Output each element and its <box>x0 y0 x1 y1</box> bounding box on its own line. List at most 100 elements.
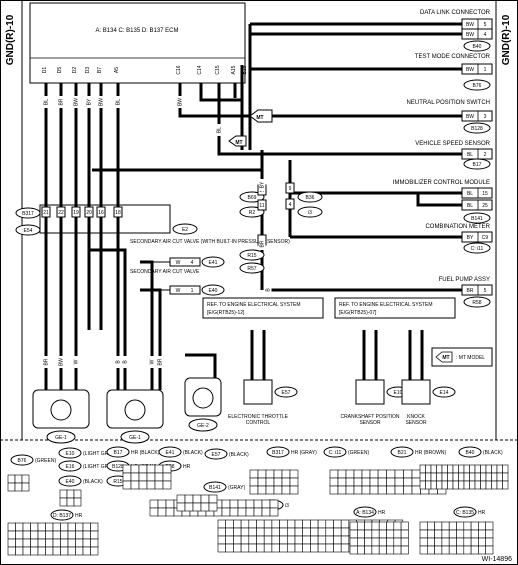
legend-pin-cell <box>200 494 210 504</box>
legend-code-7: E41 <box>166 450 175 456</box>
legend-pin-cell <box>59 497 68 507</box>
wire-color-bg <box>215 124 223 136</box>
legend-pin-cell <box>469 464 476 474</box>
legend-pin-cell <box>165 499 175 509</box>
legend-note-10: (GRAY) <box>228 485 245 491</box>
legend-pin-cell <box>73 497 82 507</box>
component-body-2 <box>401 379 431 405</box>
joint-pin-box <box>113 206 123 218</box>
component-code-0: E57 <box>282 390 291 396</box>
component-body-0 <box>243 379 273 405</box>
legend-pin-cell <box>67 522 76 532</box>
legend-pin-cell <box>225 519 234 529</box>
legend-pin-cell <box>452 472 459 482</box>
legend-pin-cell <box>463 472 470 482</box>
ground-oval-2 <box>188 418 218 432</box>
legend-pin-cell <box>225 543 234 553</box>
legend-pin-cell <box>122 472 132 482</box>
legend-pin-cell <box>434 521 443 531</box>
legend-pin-cell <box>353 469 363 479</box>
legend-code-oval <box>203 481 227 493</box>
wire-sac-2 <box>140 288 162 390</box>
legend-pin-cell <box>361 485 371 495</box>
legend-pin-cell <box>176 494 186 504</box>
connector-pin: 5 <box>484 288 487 294</box>
sac-pin: 4 <box>191 260 194 266</box>
legend-code-oval <box>390 446 414 458</box>
wire-color-bg <box>176 96 184 108</box>
legend-pin-cell <box>349 545 358 555</box>
legend-code-13: B21 <box>398 450 407 456</box>
legend-pin-cell <box>60 546 69 556</box>
ecm-pin-C14: C14 <box>197 65 203 74</box>
legend-pin-cell <box>149 499 159 509</box>
legend-pin-cell <box>394 469 404 479</box>
legend-pin-cell <box>60 522 69 532</box>
sac-code-oval <box>201 284 225 296</box>
legend-note-9: (BLACK) <box>229 452 249 458</box>
legend-pin-cell <box>426 545 435 555</box>
legend-pin-cell <box>480 480 487 490</box>
legend-pin-cell <box>67 546 76 556</box>
wire-color-8: BY <box>259 181 265 188</box>
legend-pin-cell <box>14 482 23 492</box>
legend-pin-cell <box>502 480 509 490</box>
joint-code-oval <box>172 223 198 235</box>
legend-pin-cell <box>245 507 255 517</box>
wire-color-4: BW <box>98 98 104 106</box>
legend-code-18: C: B135 <box>456 510 474 516</box>
joint-pin: 9 <box>289 186 292 192</box>
legend-pin-cell <box>265 485 275 495</box>
legend-pin-cell <box>248 519 257 529</box>
legend-pin-cell <box>229 499 239 509</box>
legend-pin-cell <box>184 502 194 512</box>
legend-pin-cell <box>425 472 432 482</box>
legend-pin-cell <box>257 469 267 479</box>
legend-pin-cell <box>340 543 350 553</box>
connector-wire-color: BY <box>467 235 474 241</box>
legend-pin-cell <box>364 537 373 547</box>
legend-pin-cell <box>458 472 465 482</box>
joint-code-E2: E2 <box>182 227 188 233</box>
mt-marker-2: MT <box>228 135 247 147</box>
legend-note-3: (BLACK) <box>83 479 103 485</box>
legend-note-1: (LIGHT GRAY) <box>83 451 116 457</box>
wire-color-2: BW <box>73 98 79 106</box>
legend-pin-cell <box>52 546 61 556</box>
component-code-oval-2 <box>432 386 456 398</box>
legend-pin-cell <box>22 538 31 548</box>
wire-color-15: BR <box>157 358 163 365</box>
legend-pin-cell <box>30 538 39 548</box>
legend-pin-cell <box>371 529 380 539</box>
legend-pin-cell <box>130 464 140 474</box>
wire-color-bg <box>72 356 80 368</box>
wire-immob-25 <box>416 193 470 207</box>
legend-code-0: B76 <box>18 458 27 464</box>
legend-pin-cell <box>310 535 319 545</box>
legend-pin-cell <box>45 538 54 548</box>
legend-pin-cell <box>52 530 61 540</box>
legend-pin-cell <box>491 464 498 474</box>
legend-pin-cell <box>75 538 84 548</box>
connector-name-5: COMBINATION METER <box>425 224 490 230</box>
legend-pin-cell <box>393 529 402 539</box>
legend-pin-cell <box>458 464 465 474</box>
legend-pin-cell <box>480 464 487 474</box>
connector-wire-color: BR <box>467 288 474 294</box>
legend-pin-cell <box>30 522 39 532</box>
connector-pin: C9 <box>482 235 489 241</box>
legend-pin-cell <box>122 480 132 490</box>
legend-pin-cell <box>411 477 421 487</box>
wire-color-bg <box>114 96 122 108</box>
legend-pin-cell <box>75 546 84 556</box>
joint-code-B36: B36 <box>306 195 315 201</box>
legend-pin-cell <box>253 499 263 509</box>
mt-model-text: : MT MODEL <box>456 355 485 361</box>
legend-pin-cell <box>364 521 373 531</box>
wire-color-5: BL <box>115 99 121 105</box>
connector-code: B141 <box>471 216 483 222</box>
legend-note-11: HR (GRAY) <box>291 450 317 456</box>
